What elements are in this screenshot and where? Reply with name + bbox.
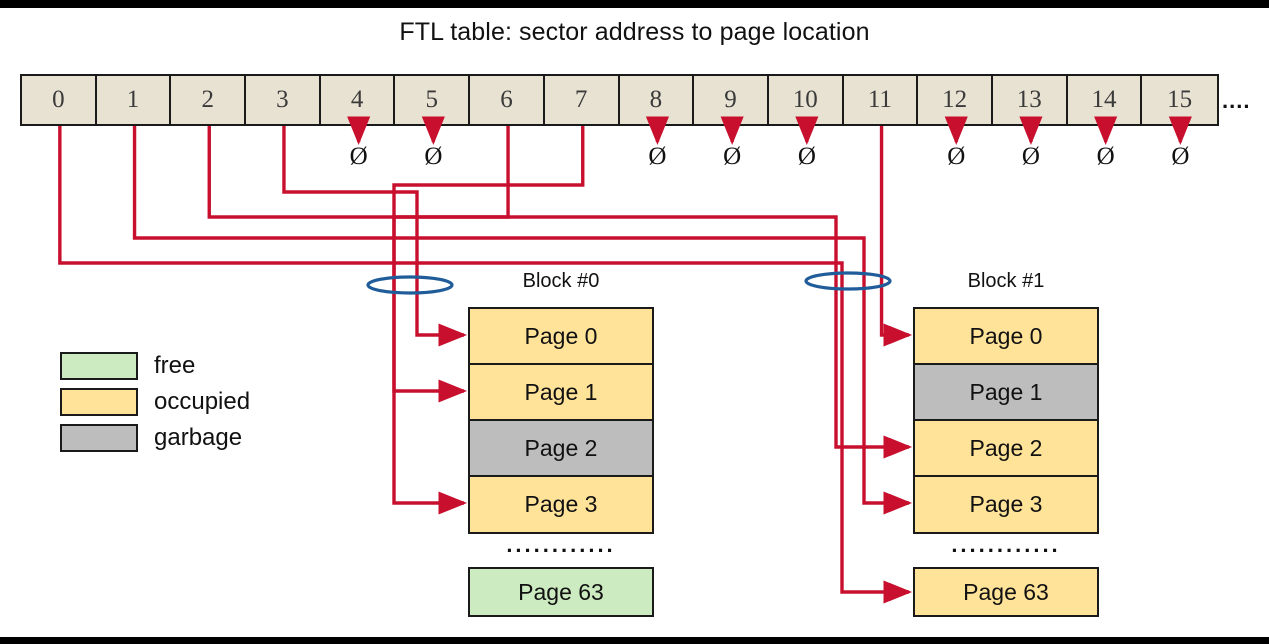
page-cell-b1-page-1[interactable]: Page 1	[913, 363, 1099, 422]
ftl-cell-3[interactable]: 3	[246, 76, 321, 124]
page-cell-b1-page-2[interactable]: Page 2	[913, 419, 1099, 478]
ftl-cell-10[interactable]: 10	[769, 76, 844, 124]
legend-row-free: free	[60, 352, 250, 380]
null-marker-9: Ø	[723, 143, 742, 170]
null-marker-5: Ø	[424, 143, 443, 170]
page-cell-b0-page-63[interactable]: Page 63	[468, 567, 654, 617]
ftl-cell-15[interactable]: 15	[1167, 86, 1193, 113]
ftl-cell-2[interactable]: 2	[171, 76, 247, 124]
ftl-cell-9[interactable]: 9	[694, 76, 769, 124]
wire-sector-11-to-b1-page0	[879, 126, 913, 347]
legend-row-occupied: occupied	[60, 388, 250, 416]
null-marker-13: Ø	[1021, 143, 1040, 170]
ftl-cell-1[interactable]: 1	[97, 76, 172, 124]
legend-swatch-occupied	[60, 388, 138, 416]
page-cell-b0-page-1[interactable]: Page 1	[468, 363, 654, 422]
ftl-cell-8[interactable]: 8	[620, 76, 695, 124]
block-ellipsis-0: ............	[506, 532, 616, 557]
null-marker-12: Ø	[947, 143, 966, 170]
null-marker-14: Ø	[1096, 143, 1115, 170]
legend-row-garbage: garbage	[60, 424, 250, 452]
legend-label-free: free	[154, 352, 196, 379]
legend-swatch-free	[60, 352, 138, 380]
ftl-cell-6[interactable]: 6	[470, 76, 545, 124]
top-black-bar	[0, 0, 1269, 8]
ftl-cell-12[interactable]: 12	[918, 76, 993, 124]
ftl-cell-5[interactable]: 5	[395, 76, 471, 124]
page-cell-b0-page-2[interactable]: Page 2	[468, 419, 654, 478]
bottom-black-bar	[0, 637, 1269, 644]
ftl-cell-11[interactable]: 11	[844, 76, 919, 124]
page-cell-b1-page-0[interactable]: Page 0	[913, 307, 1099, 366]
legend: free occupied garbage	[60, 352, 250, 460]
ftl-table-continuation: ....	[1222, 88, 1251, 113]
block-label-0: Block #0	[522, 270, 600, 292]
page-cell-b0-page-3[interactable]: Page 3	[468, 475, 654, 534]
indirection-ring-1	[804, 271, 892, 291]
null-marker-4: Ø	[349, 143, 368, 170]
ftl-cell-14[interactable]: 14	[1068, 76, 1143, 124]
null-marker-8: Ø	[648, 143, 667, 170]
ftl-cell-0[interactable]: 0	[22, 76, 97, 124]
indirection-ring-0	[366, 275, 454, 295]
null-marker-15: Ø	[1171, 143, 1190, 170]
ftl-cell-13[interactable]: 13	[993, 76, 1068, 124]
legend-swatch-garbage	[60, 424, 138, 452]
block-ellipsis-1: ............	[951, 532, 1061, 557]
ftl-cell-7[interactable]: 7	[545, 76, 620, 124]
null-marker-10: Ø	[797, 143, 816, 170]
legend-label-occupied: occupied	[154, 388, 251, 415]
ftl-cell-4[interactable]: 4	[321, 76, 396, 124]
page-cell-b1-page-3[interactable]: Page 3	[913, 475, 1099, 534]
page-cell-b0-page-0[interactable]: Page 0	[468, 307, 654, 366]
diagram-title: FTL table: sector address to page locati…	[399, 18, 870, 46]
block-label-1: Block #1	[967, 270, 1045, 292]
legend-label-garbage: garbage	[154, 424, 243, 451]
page-cell-b1-page-63[interactable]: Page 63	[913, 567, 1099, 617]
